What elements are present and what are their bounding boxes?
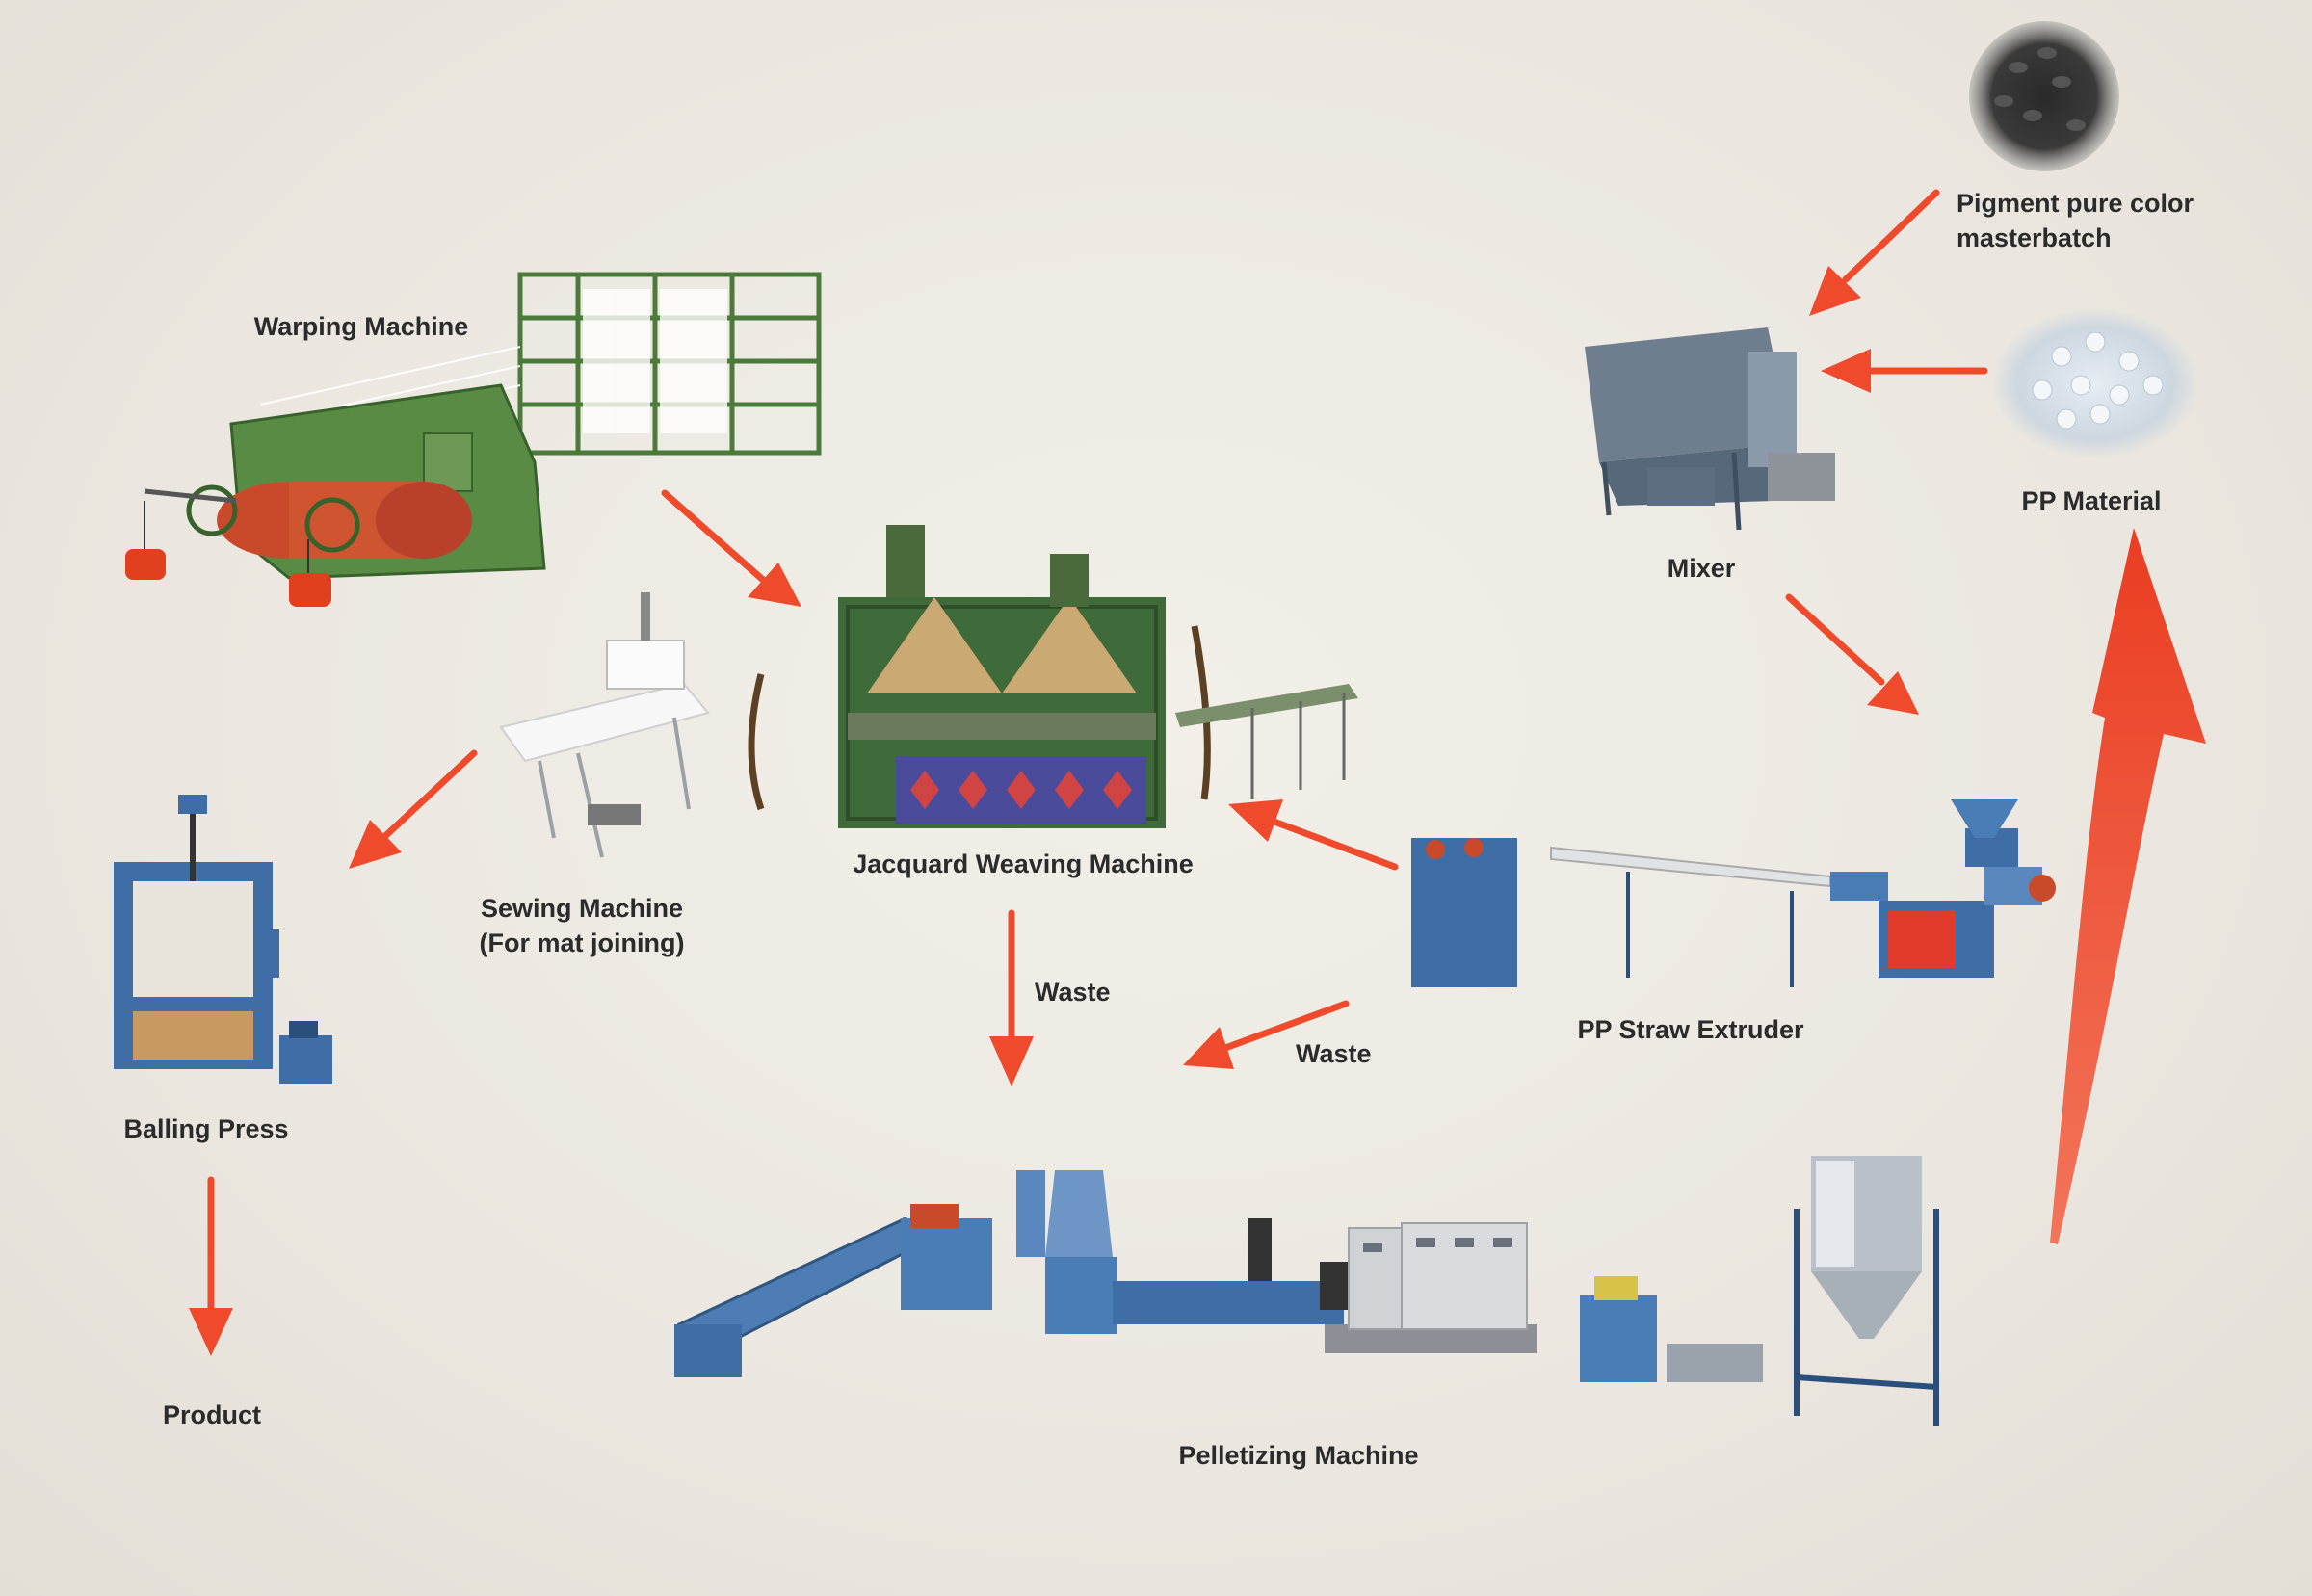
sewing-machine-label-line1: Sewing Machine xyxy=(480,894,684,923)
arrow-jacquard-waste-down xyxy=(989,909,1034,1086)
arrow-extruder-waste xyxy=(1183,1000,1350,1069)
sewing-machine-label: Sewing Machine (For mat joining) xyxy=(480,892,685,960)
sewing-machine-icon xyxy=(499,592,710,858)
arrow-sewing-to-balling xyxy=(349,749,478,869)
balling-press-label: Balling Press xyxy=(123,1114,289,1143)
arrow-pp-to-mixer xyxy=(1821,349,1988,393)
arrow-mixer-to-extruder xyxy=(1785,593,1919,715)
arrow-warping-to-jacquard xyxy=(661,489,801,607)
pigment-label: Pigment pure color masterbatch xyxy=(1957,187,2194,255)
mixer-icon xyxy=(1585,327,1835,531)
pp-straw-extruder-label: PP Straw Extruder xyxy=(1577,1015,1804,1044)
arrow-pelletizing-to-pp-material xyxy=(2050,528,2206,1244)
pigment-label-line2: masterbatch xyxy=(1957,222,2112,252)
warping-machine-icon xyxy=(125,272,822,607)
arrow-balling-to-product xyxy=(189,1176,233,1356)
waste-label-right: Waste xyxy=(1296,1039,1372,1068)
warping-machine-label: Warping Machine xyxy=(253,312,469,341)
black-pellets-icon xyxy=(1969,21,2119,171)
white-pellets-icon xyxy=(1991,308,2199,458)
sewing-machine-label-line2: (For mat joining) xyxy=(479,928,685,957)
product-label: Product xyxy=(162,1400,262,1429)
mixer-label: Mixer xyxy=(1667,554,1736,583)
arrow-extruder-to-jacquard xyxy=(1228,799,1399,871)
pelletizing-line-icon xyxy=(674,1156,1939,1426)
balling-press-icon xyxy=(114,795,332,1084)
pp-material-label: PP Material xyxy=(2021,486,2162,515)
straw-extruder-icon xyxy=(1411,799,2056,987)
waste-label-left: Waste xyxy=(1035,978,1111,1007)
pelletizing-machine-label: Pelletizing Machine xyxy=(1178,1441,1419,1470)
jacquard-weaving-machine-label: Jacquard Weaving Machine xyxy=(853,850,1194,878)
jacquard-loom-icon xyxy=(748,525,1358,828)
arrow-pigment-to-mixer xyxy=(1809,189,1940,316)
flow-arrows xyxy=(189,189,2206,1356)
pigment-label-line1: Pigment pure color xyxy=(1957,189,2194,218)
